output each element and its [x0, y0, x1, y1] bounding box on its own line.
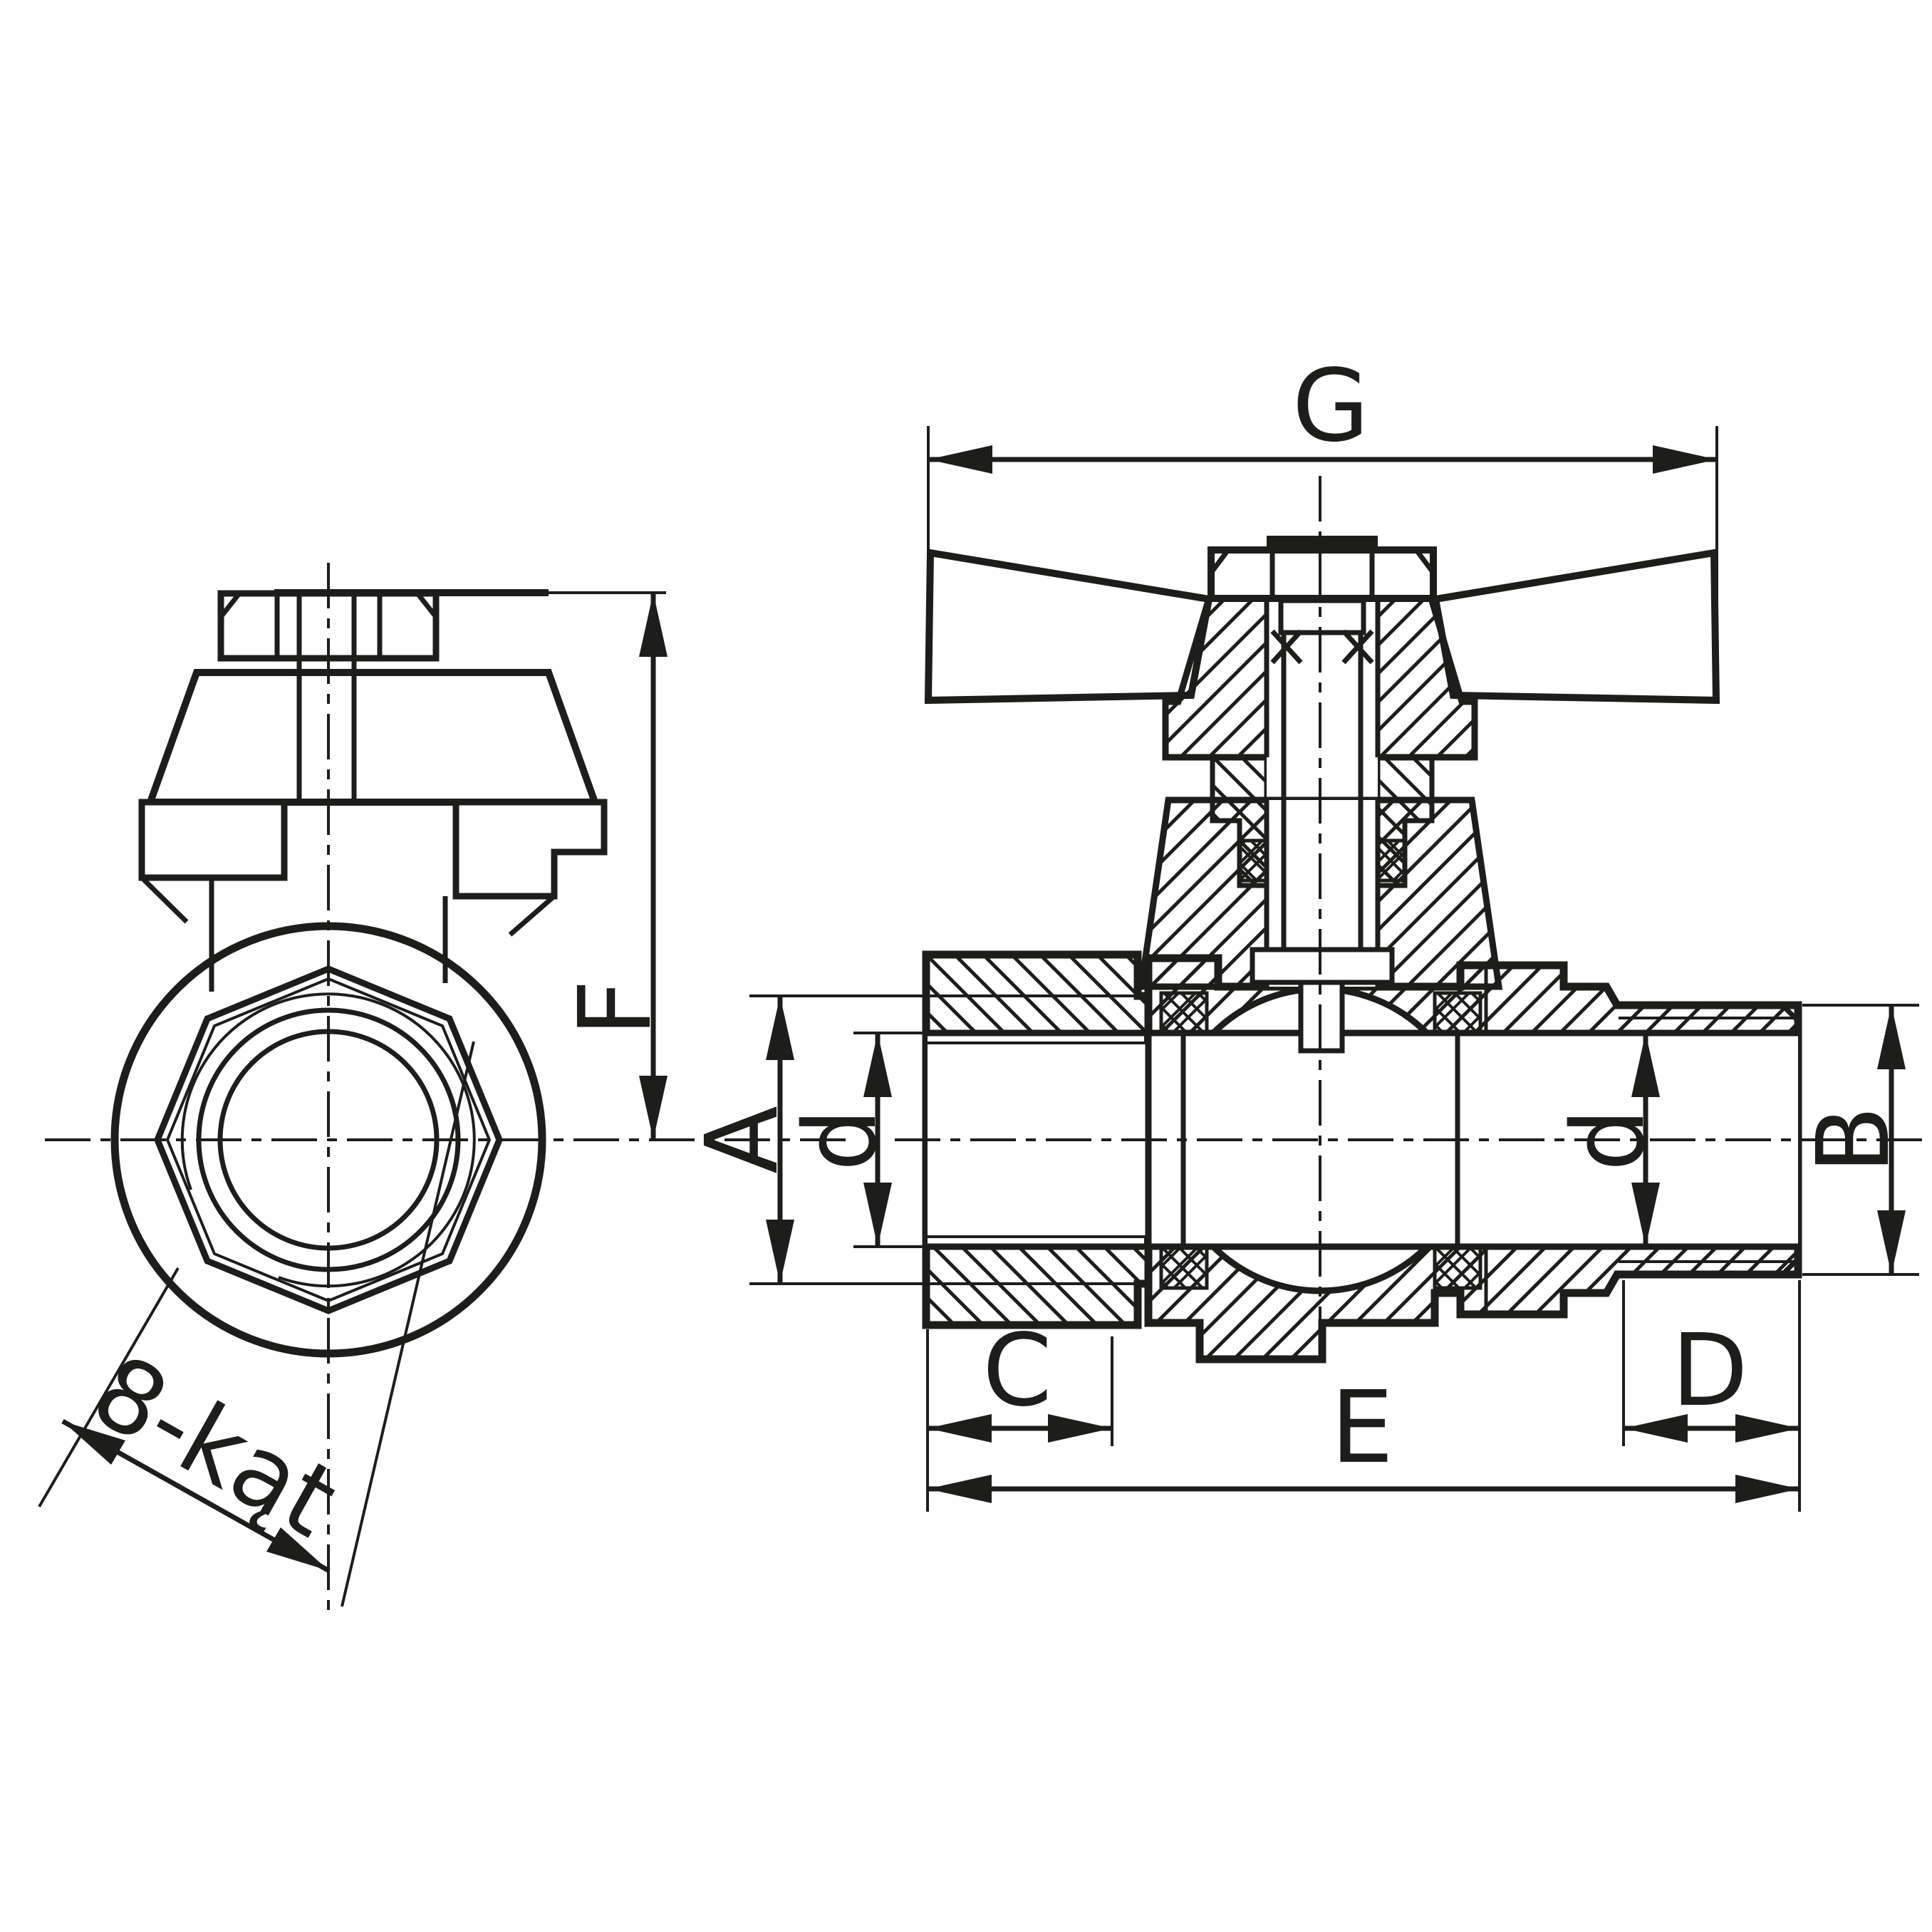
dim-label-D: D — [1671, 1313, 1748, 1429]
dim-label-A: A — [685, 1106, 801, 1174]
arrowhead — [928, 445, 992, 474]
arrowhead — [1631, 1033, 1660, 1097]
thread-arc — [180, 992, 476, 1288]
arrowhead — [639, 1076, 668, 1140]
arrowhead — [1653, 445, 1717, 474]
collar-left — [138, 799, 288, 881]
dim-D: D — [1622, 1280, 1801, 1512]
octagon-nut-inner — [165, 977, 492, 1303]
arrowhead — [766, 996, 794, 1060]
washer-mark — [1341, 629, 1374, 665]
stem-nut — [1208, 546, 1437, 602]
ball-seat — [1433, 991, 1482, 1037]
nut-chamfer — [1414, 548, 1435, 575]
dim-label-E: E — [1331, 1370, 1393, 1486]
arrowhead — [266, 1527, 329, 1571]
wing-handle-front — [145, 669, 601, 806]
nut-chamfer — [219, 591, 242, 619]
dim-d-left: d — [783, 1032, 953, 1248]
section-view: G — [685, 348, 1922, 1512]
dim-C: C — [926, 1313, 1113, 1512]
stem-head — [1278, 598, 1366, 635]
arrowhead — [1877, 1005, 1906, 1069]
stem-flange — [1250, 947, 1395, 985]
ball-seat — [1433, 1245, 1482, 1290]
collar-tail — [140, 876, 189, 924]
dim-label-d-right: d — [1551, 1108, 1667, 1172]
nut-chamfer — [1209, 548, 1230, 575]
dim-E: E — [928, 1370, 1799, 1503]
front-view: F 8-kąt — [38, 563, 850, 1611]
dim-B: B — [1796, 1004, 1919, 1276]
dim-label-d-left: d — [783, 1108, 899, 1172]
nut-chamfer — [415, 591, 438, 619]
dim-label-F: F — [558, 980, 674, 1037]
arrowhead — [928, 1475, 992, 1503]
arrowhead — [1877, 1210, 1906, 1274]
male-end-chamfer — [1780, 1257, 1800, 1277]
ball-seat — [1159, 1245, 1209, 1290]
dim-label-C: C — [982, 1313, 1052, 1429]
arrowhead — [1624, 1414, 1688, 1443]
male-end-chamfer — [1780, 1003, 1800, 1023]
arrowhead — [863, 1033, 892, 1097]
arrowhead — [63, 1421, 125, 1465]
ball-seat — [1159, 991, 1209, 1037]
arrowhead — [928, 1414, 992, 1443]
dim-label-G: G — [1292, 348, 1370, 464]
ext-line — [38, 1267, 180, 1508]
dim-d-right: d — [1551, 1033, 1667, 1247]
collar-right — [452, 799, 608, 900]
arrowhead — [1048, 1414, 1112, 1443]
dim-A: A — [685, 994, 1136, 1285]
washer-mark — [1270, 629, 1303, 665]
stem-cap — [1267, 536, 1378, 550]
ext-line — [341, 1041, 475, 1607]
dim-label-B: B — [1796, 1106, 1912, 1174]
arrowhead — [863, 1183, 892, 1247]
arrowhead — [1735, 1414, 1799, 1443]
arrowhead — [1735, 1475, 1799, 1503]
collar-tail — [508, 894, 556, 937]
arrowhead — [639, 593, 668, 657]
arrowhead — [1631, 1183, 1660, 1247]
arrowhead — [766, 1220, 794, 1284]
dim-F: F — [558, 593, 674, 1140]
